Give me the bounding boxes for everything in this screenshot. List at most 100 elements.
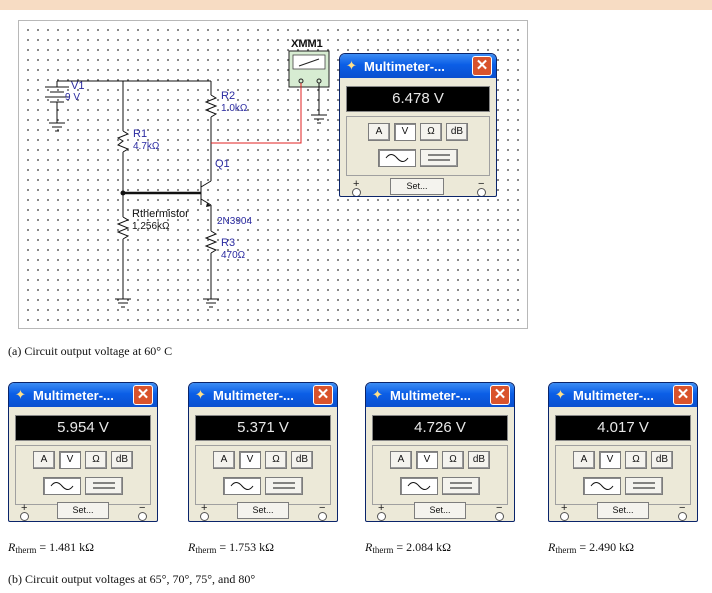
rtherm-subscript: therm (372, 545, 394, 555)
multimeter-titlebar[interactable]: ✦Multimeter-...✕ (9, 383, 157, 407)
minus-terminal[interactable] (678, 512, 687, 521)
circuit-schematic[interactable]: XMM1 V1 9 V R1 4.7kΩ R2 1.0kΩ Q1 Rthermi… (18, 20, 528, 329)
rtherm-value: = 1.481 kΩ (39, 540, 95, 554)
volts-button[interactable]: V (394, 123, 416, 141)
minus-terminal[interactable] (495, 512, 504, 521)
ohms-button[interactable]: Ω (420, 123, 442, 141)
set-button[interactable]: Set... (57, 502, 109, 519)
db-button[interactable]: dB (468, 451, 490, 469)
rtherm-symbol: R (8, 540, 16, 554)
set-button[interactable]: Set... (390, 178, 444, 195)
minus-terminal-label: − (496, 502, 503, 514)
multimeter-titlebar[interactable]: ✦Multimeter-...✕ (189, 383, 337, 407)
plus-terminal[interactable] (352, 188, 361, 196)
dc-mode-button[interactable] (625, 477, 663, 495)
close-button[interactable]: ✕ (472, 56, 492, 76)
minus-terminal-label: − (319, 502, 326, 514)
ohms-button[interactable]: Ω (442, 451, 464, 469)
multimeter-titlebar[interactable]: ✦ Multimeter-... ✕ (340, 54, 496, 78)
multimeter-window-main[interactable]: ✦ Multimeter-... ✕ 6.478 V A V Ω dB + Se… (339, 53, 497, 197)
close-button[interactable]: ✕ (490, 385, 510, 405)
r3-value: 470Ω (221, 250, 246, 261)
ac-wave-icon (407, 482, 431, 490)
multimeter-display: 5.954 V (15, 415, 151, 441)
volts-button[interactable]: V (599, 451, 621, 469)
ac-mode-button[interactable] (43, 477, 81, 495)
caption-a: (a) Circuit output voltage at 60° C (8, 344, 173, 358)
rtherm-symbol: R (188, 540, 196, 554)
multimeter-display: 4.726 V (372, 415, 508, 441)
thermistor-name: Rthermistor (132, 208, 189, 220)
plus-terminal[interactable] (20, 512, 29, 521)
ohms-button[interactable]: Ω (85, 451, 107, 469)
r3-name: R3 (221, 237, 236, 249)
amps-button[interactable]: A (390, 451, 412, 469)
ohms-button[interactable]: Ω (625, 451, 647, 469)
plus-terminal[interactable] (200, 512, 209, 521)
rtherm-value: = 1.753 kΩ (219, 540, 275, 554)
close-button[interactable]: ✕ (673, 385, 693, 405)
q1-model: 2N3904 (217, 216, 253, 227)
dc-line-icon (93, 482, 115, 489)
plus-terminal-label: + (378, 502, 385, 514)
volts-button[interactable]: V (239, 451, 261, 469)
multimeter-titlebar[interactable]: ✦ Multimeter-... ✕ (549, 383, 697, 407)
minus-terminal[interactable] (477, 188, 486, 196)
set-button[interactable]: Set... (597, 502, 649, 519)
dc-line-icon (428, 154, 450, 161)
multimeter-display: 6.478 V (346, 86, 490, 112)
rtherm-label: Rtherm = 2.490 kΩ (548, 540, 634, 555)
plus-terminal-label: + (353, 178, 360, 190)
circuit-wires (45, 50, 330, 308)
amps-button[interactable]: A (368, 123, 390, 141)
amps-button[interactable]: A (213, 451, 235, 469)
dc-mode-button[interactable] (265, 477, 303, 495)
dc-line-icon (450, 482, 472, 489)
db-button[interactable]: dB (446, 123, 468, 141)
dc-mode-button[interactable] (85, 477, 123, 495)
ac-mode-button[interactable] (400, 477, 438, 495)
dc-mode-button[interactable] (442, 477, 480, 495)
minus-terminal[interactable] (318, 512, 327, 521)
ac-mode-button[interactable] (378, 149, 416, 167)
set-button[interactable]: Set... (237, 502, 289, 519)
multimeter-app-icon: ✦ (195, 387, 206, 402)
volts-button[interactable]: V (59, 451, 81, 469)
plus-terminal[interactable] (560, 512, 569, 521)
db-button[interactable]: dB (291, 451, 313, 469)
multimeter-titlebar[interactable]: ✦Multimeter-...✕ (366, 383, 514, 407)
ac-wave-icon (590, 482, 614, 490)
dc-line-icon (273, 482, 295, 489)
ac-mode-button[interactable] (583, 477, 621, 495)
multimeter-title: Multimeter-... (573, 388, 654, 403)
close-button[interactable]: ✕ (313, 385, 333, 405)
r2-value: 1.0kΩ (221, 103, 248, 114)
ac-wave-icon (385, 154, 409, 162)
rtherm-label: Rtherm = 2.084 kΩ (365, 540, 451, 555)
ac-mode-button[interactable] (223, 477, 261, 495)
ohms-button[interactable]: Ω (265, 451, 287, 469)
amps-button[interactable]: A (573, 451, 595, 469)
plus-terminal-label: + (561, 502, 568, 514)
set-button[interactable]: Set... (414, 502, 466, 519)
minus-terminal[interactable] (138, 512, 147, 521)
multimeter-controls: A V Ω dB (346, 116, 490, 176)
thermistor-value: 1.256kΩ (132, 221, 170, 232)
volts-button[interactable]: V (416, 451, 438, 469)
dc-mode-button[interactable] (420, 149, 458, 167)
dc-line-icon (633, 482, 655, 489)
v1-name: V1 (71, 80, 85, 92)
multimeter-app-icon: ✦ (555, 387, 566, 402)
db-button[interactable]: dB (651, 451, 673, 469)
close-button[interactable]: ✕ (133, 385, 153, 405)
db-button[interactable]: dB (111, 451, 133, 469)
plus-terminal[interactable] (377, 512, 386, 521)
amps-button[interactable]: A (33, 451, 55, 469)
